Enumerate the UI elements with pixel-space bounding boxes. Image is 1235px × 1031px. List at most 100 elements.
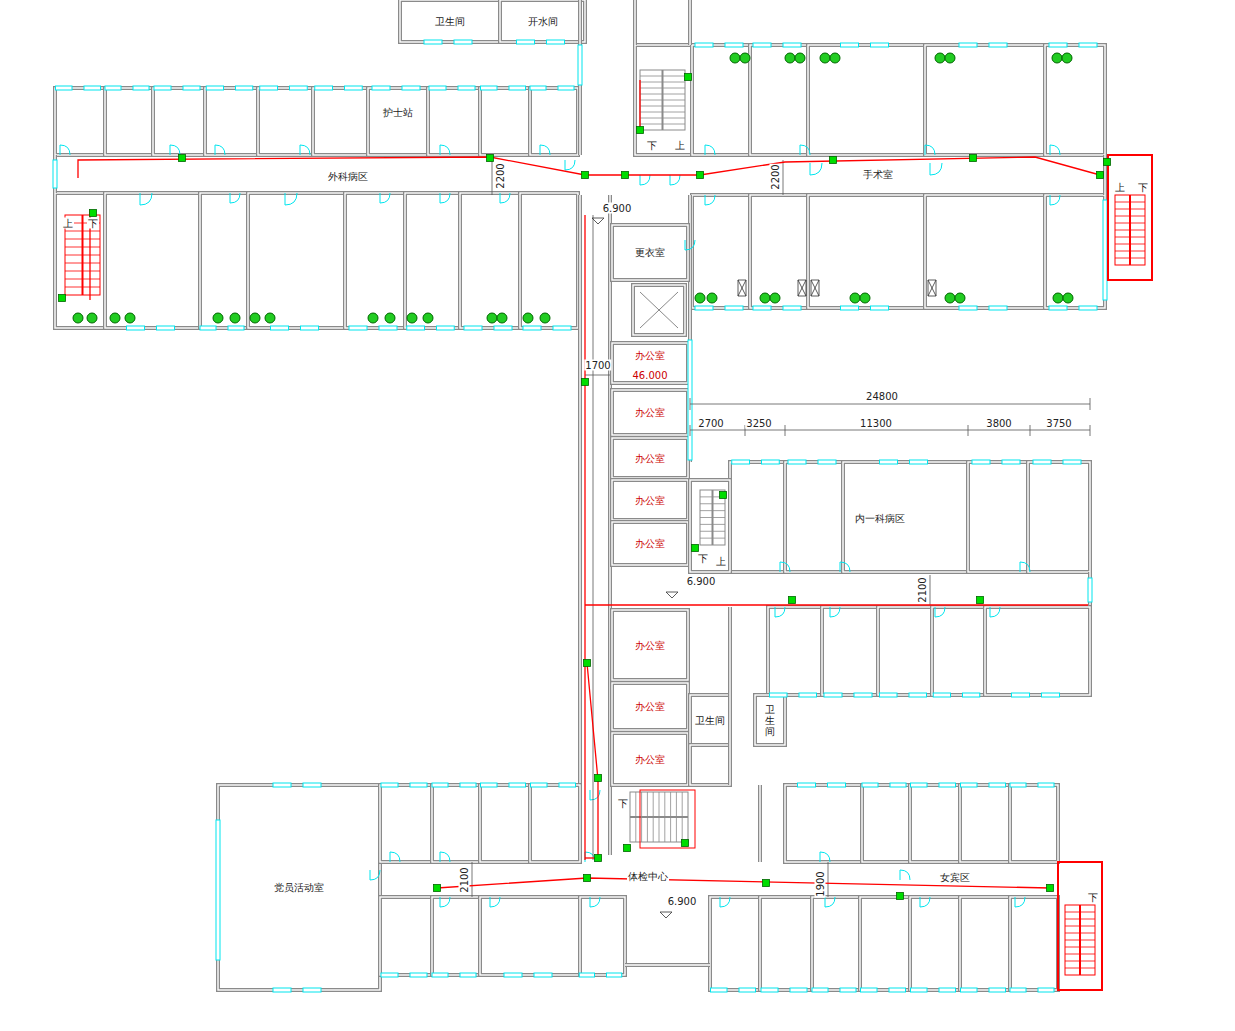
toilet-fixture: [230, 313, 240, 323]
window: [464, 326, 482, 330]
dimension-text: 2200: [770, 163, 781, 190]
wall: [258, 88, 313, 155]
wall: [530, 785, 580, 862]
dimension-text: 46.000: [632, 370, 669, 381]
toilet-fixture: [368, 313, 378, 323]
dimension-line: [1090, 425, 1091, 436]
window: [695, 306, 713, 310]
wall-core: [808, 45, 925, 155]
detector-device: [720, 492, 727, 499]
detector-device: [582, 379, 589, 386]
window: [460, 783, 476, 787]
wall-core: [785, 462, 843, 572]
wall: [910, 897, 960, 990]
wall: [728, 607, 732, 785]
wall-core: [405, 193, 460, 328]
toilet-fixture: [523, 313, 533, 323]
window: [812, 988, 828, 992]
window: [154, 86, 171, 90]
dimension-text: 6.900: [686, 576, 717, 587]
window: [260, 86, 278, 90]
window: [273, 783, 291, 787]
wall: [53, 155, 57, 193]
stair: [1115, 195, 1145, 265]
window: [753, 43, 771, 47]
wall-core: [635, 45, 692, 155]
toilet-fixture: [850, 293, 860, 303]
window: [517, 40, 535, 44]
wall-core: [812, 897, 860, 990]
detector-device: [584, 660, 591, 667]
detector-device: [692, 545, 699, 552]
window: [410, 783, 427, 787]
wall-core: [755, 695, 785, 745]
wall: [730, 462, 785, 572]
wall: [688, 0, 692, 45]
window: [228, 326, 244, 330]
window: [1042, 693, 1060, 697]
wall-core: [530, 88, 578, 155]
window: [84, 86, 101, 90]
wall-core: [580, 897, 625, 975]
door-swing: [640, 175, 650, 185]
wall: [368, 88, 428, 155]
detector-device: [622, 172, 629, 179]
window: [989, 43, 1007, 47]
window: [961, 988, 978, 992]
toilet-fixture: [423, 313, 433, 323]
window: [1038, 783, 1054, 787]
detector-device: [977, 597, 984, 604]
detector-device: [637, 127, 644, 134]
window: [1088, 578, 1092, 602]
window: [1079, 306, 1097, 310]
wall: [578, 0, 582, 155]
wall: [612, 733, 688, 785]
door-swing: [775, 607, 785, 617]
stair: [630, 792, 688, 842]
dimension-line: [785, 425, 786, 436]
door-swing: [925, 145, 935, 155]
wall: [1045, 195, 1105, 308]
wall: [758, 785, 762, 862]
wall: [878, 607, 932, 695]
window: [788, 460, 806, 464]
wall-core: [968, 462, 1028, 572]
walls: [55, 0, 1105, 990]
window: [429, 86, 446, 90]
wall-core: [258, 88, 313, 155]
door-swing: [285, 193, 297, 205]
door-swing: [705, 145, 715, 155]
window: [824, 693, 842, 697]
wall: [55, 88, 105, 155]
wall: [692, 45, 750, 155]
room-box: 党员活动室: [220, 787, 378, 988]
plan-label: 上: [674, 140, 686, 151]
wall: [345, 193, 405, 328]
door-swing: [780, 562, 790, 572]
fire-stair-outline: [1108, 155, 1152, 280]
wall: [578, 195, 582, 785]
toilet-fixture: [740, 53, 750, 63]
wall-core: [822, 607, 878, 695]
window: [437, 326, 455, 330]
window: [840, 988, 856, 992]
window: [559, 783, 576, 787]
window: [790, 988, 807, 992]
detector-device: [582, 172, 589, 179]
wall: [313, 88, 368, 155]
wall-core: [55, 193, 105, 328]
wall-core: [480, 785, 530, 862]
window: [753, 306, 771, 310]
window: [381, 973, 398, 977]
window: [939, 783, 956, 787]
toilet-fixture: [760, 293, 770, 303]
wall: [55, 193, 105, 328]
room-box: 办公室: [614, 345, 686, 365]
window: [910, 460, 928, 464]
window: [989, 306, 1007, 310]
detector-device: [434, 885, 441, 892]
wall-core: [808, 195, 925, 308]
wall: [862, 785, 910, 862]
